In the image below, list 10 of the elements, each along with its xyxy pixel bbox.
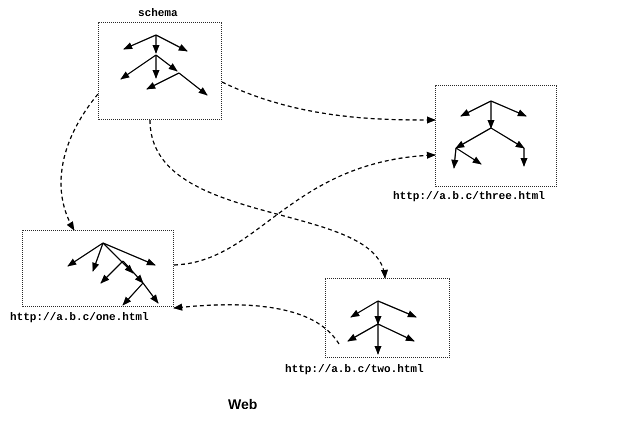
dashed-arrow bbox=[149, 120, 386, 279]
url-label: http://a.b.c/one.html bbox=[10, 312, 149, 324]
caption: Web bbox=[228, 396, 258, 412]
url-label: http://a.b.c/two.html bbox=[285, 364, 424, 376]
dashed-arrow bbox=[60, 94, 99, 231]
dashed-arrow bbox=[174, 152, 436, 266]
url-label: http://a.b.c/three.html bbox=[393, 191, 545, 203]
url-label: schema bbox=[138, 8, 178, 20]
dashed-arrow bbox=[173, 304, 340, 344]
dashed-arrow bbox=[222, 81, 436, 124]
